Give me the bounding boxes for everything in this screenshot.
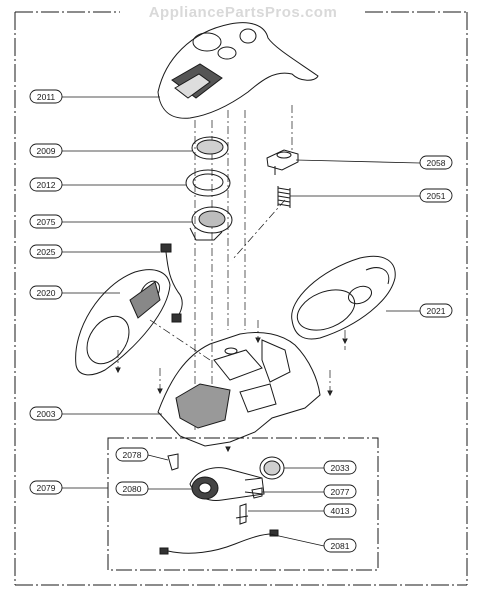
callout-2020: 2020 <box>29 285 63 300</box>
top-cover-part <box>157 22 319 119</box>
filter-ring-part <box>185 169 231 197</box>
svg-text:2021: 2021 <box>427 306 446 316</box>
screws <box>115 337 348 453</box>
assembly-centerlines <box>117 105 346 430</box>
callout-2080: 2080 <box>115 481 149 496</box>
detail-box <box>107 437 379 571</box>
callout-2077: 2077 <box>323 484 357 499</box>
nozzle-motor-part <box>189 467 265 501</box>
svg-text:2051: 2051 <box>427 191 446 201</box>
callout-4013: 4013 <box>323 503 357 518</box>
svg-text:2075: 2075 <box>37 217 56 227</box>
callout-2003: 2003 <box>29 406 63 421</box>
svg-text:2009: 2009 <box>37 146 56 156</box>
nozzle-ring-part <box>259 456 285 480</box>
callout-2012: 2012 <box>29 177 63 192</box>
callout-2079: 2079 <box>29 480 63 495</box>
cable-part <box>159 529 279 555</box>
svg-text:2033: 2033 <box>331 463 350 473</box>
svg-text:2025: 2025 <box>37 247 56 257</box>
callout-2081: 2081 <box>323 538 357 553</box>
main-housing-part <box>157 331 321 447</box>
switch-part <box>235 503 249 525</box>
spring-part <box>277 186 291 208</box>
svg-text:2058: 2058 <box>427 158 446 168</box>
svg-text:2081: 2081 <box>331 541 350 551</box>
svg-text:2012: 2012 <box>37 180 56 190</box>
svg-text:2077: 2077 <box>331 487 350 497</box>
svg-text:2079: 2079 <box>37 483 56 493</box>
watermark: AppliancePartsPros.com <box>148 4 338 21</box>
callout-2058: 2058 <box>419 155 453 170</box>
callout-2078: 2078 <box>115 447 149 462</box>
svg-text:2003: 2003 <box>37 409 56 419</box>
callout-2009: 2009 <box>29 143 63 158</box>
svg-text:2078: 2078 <box>123 450 142 460</box>
callout-2075: 2075 <box>29 214 63 229</box>
callout-2011: 2011 <box>29 89 63 104</box>
callout-2033: 2033 <box>323 460 357 475</box>
leader-lines <box>62 96 421 547</box>
right-side-panel-part <box>291 255 396 340</box>
left-side-panel-part <box>75 269 171 376</box>
filter-cover-part <box>189 206 233 241</box>
callout-2021: 2021 <box>419 303 453 318</box>
svg-text:2020: 2020 <box>37 288 56 298</box>
callout-2051: 2051 <box>419 188 453 203</box>
svg-text:2080: 2080 <box>123 484 142 494</box>
small-clip-part <box>251 487 263 499</box>
wire-harness-part <box>160 243 183 323</box>
clip-part <box>167 453 179 471</box>
svg-text:2011: 2011 <box>37 92 56 102</box>
callout-2025: 2025 <box>29 244 63 259</box>
filter-disc-part <box>191 136 229 160</box>
frame-border <box>14 11 468 586</box>
svg-text:4013: 4013 <box>331 506 350 516</box>
knob-part <box>266 149 299 175</box>
callout-labels: 2011 2009 2012 2075 2025 2020 <box>29 89 453 553</box>
